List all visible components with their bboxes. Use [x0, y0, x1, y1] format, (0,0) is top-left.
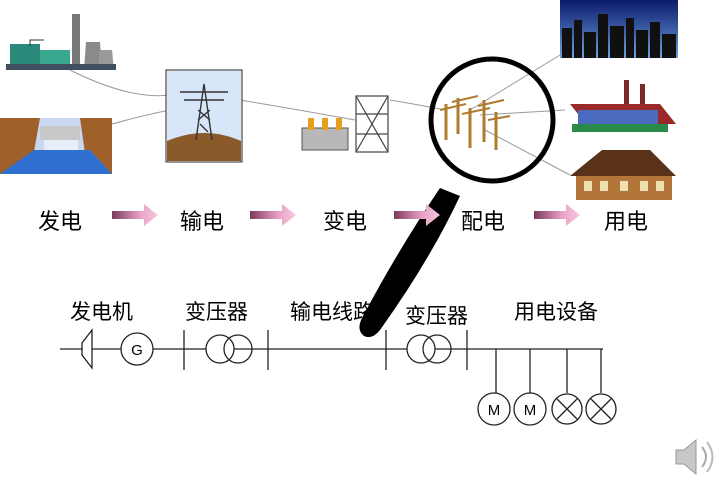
- transformer-1-coil-a: [205, 334, 235, 364]
- stage-label-generation: 发电: [38, 210, 83, 235]
- stage-label-transmission: 输电: [180, 210, 225, 235]
- diagram-label-load-equipment: 用电设备: [514, 300, 598, 324]
- generator-symbol: [120, 332, 154, 366]
- motor-load-2: [513, 392, 547, 426]
- stage-label-distribution: 配电: [461, 210, 506, 235]
- flow-arrow-3: [394, 204, 440, 226]
- diagram-label-transmission-line: 输电线路: [290, 300, 374, 324]
- flow-arrow-2: [250, 204, 296, 226]
- substation-icon: [301, 95, 389, 153]
- single-line-diagram: [60, 328, 617, 426]
- motor-letter-1: M: [488, 402, 501, 419]
- magnifier-icon: [359, 56, 556, 338]
- motor-load-1: [477, 392, 511, 426]
- flow-arrows: [112, 204, 580, 226]
- diagram-label-transformer-1: 变压器: [185, 300, 248, 324]
- stage-label-transformation: 变电: [323, 210, 368, 235]
- speaker-icon[interactable]: [675, 438, 714, 476]
- generator-terminal-symbol: [81, 328, 93, 370]
- transmission-tower-icon: [165, 69, 243, 163]
- lamp-load-1: [551, 393, 583, 425]
- diagram-label-generator: 发电机: [70, 300, 133, 324]
- stage-label-consumption: 用电: [604, 210, 649, 235]
- flow-arrow-1: [112, 204, 158, 226]
- dam-icon: [0, 118, 112, 174]
- generator-letter: G: [131, 342, 143, 359]
- connection-lines: [59, 54, 571, 176]
- transformer-1-coil-b: [223, 334, 253, 364]
- transformer-2-coil-b: [422, 334, 452, 364]
- distribution-poles-icon: [439, 95, 511, 150]
- factory-icon: [570, 80, 676, 132]
- lamp-load-2: [585, 393, 617, 425]
- city-skyline-icon: [560, 0, 678, 58]
- power-plant-icon: [6, 14, 116, 70]
- diagram-label-transformer-2: 变压器: [405, 304, 468, 328]
- motor-letter-2: M: [524, 402, 537, 419]
- flow-arrow-4: [534, 204, 580, 226]
- transformer-2-coil-a: [406, 334, 436, 364]
- house-icon: [570, 150, 676, 200]
